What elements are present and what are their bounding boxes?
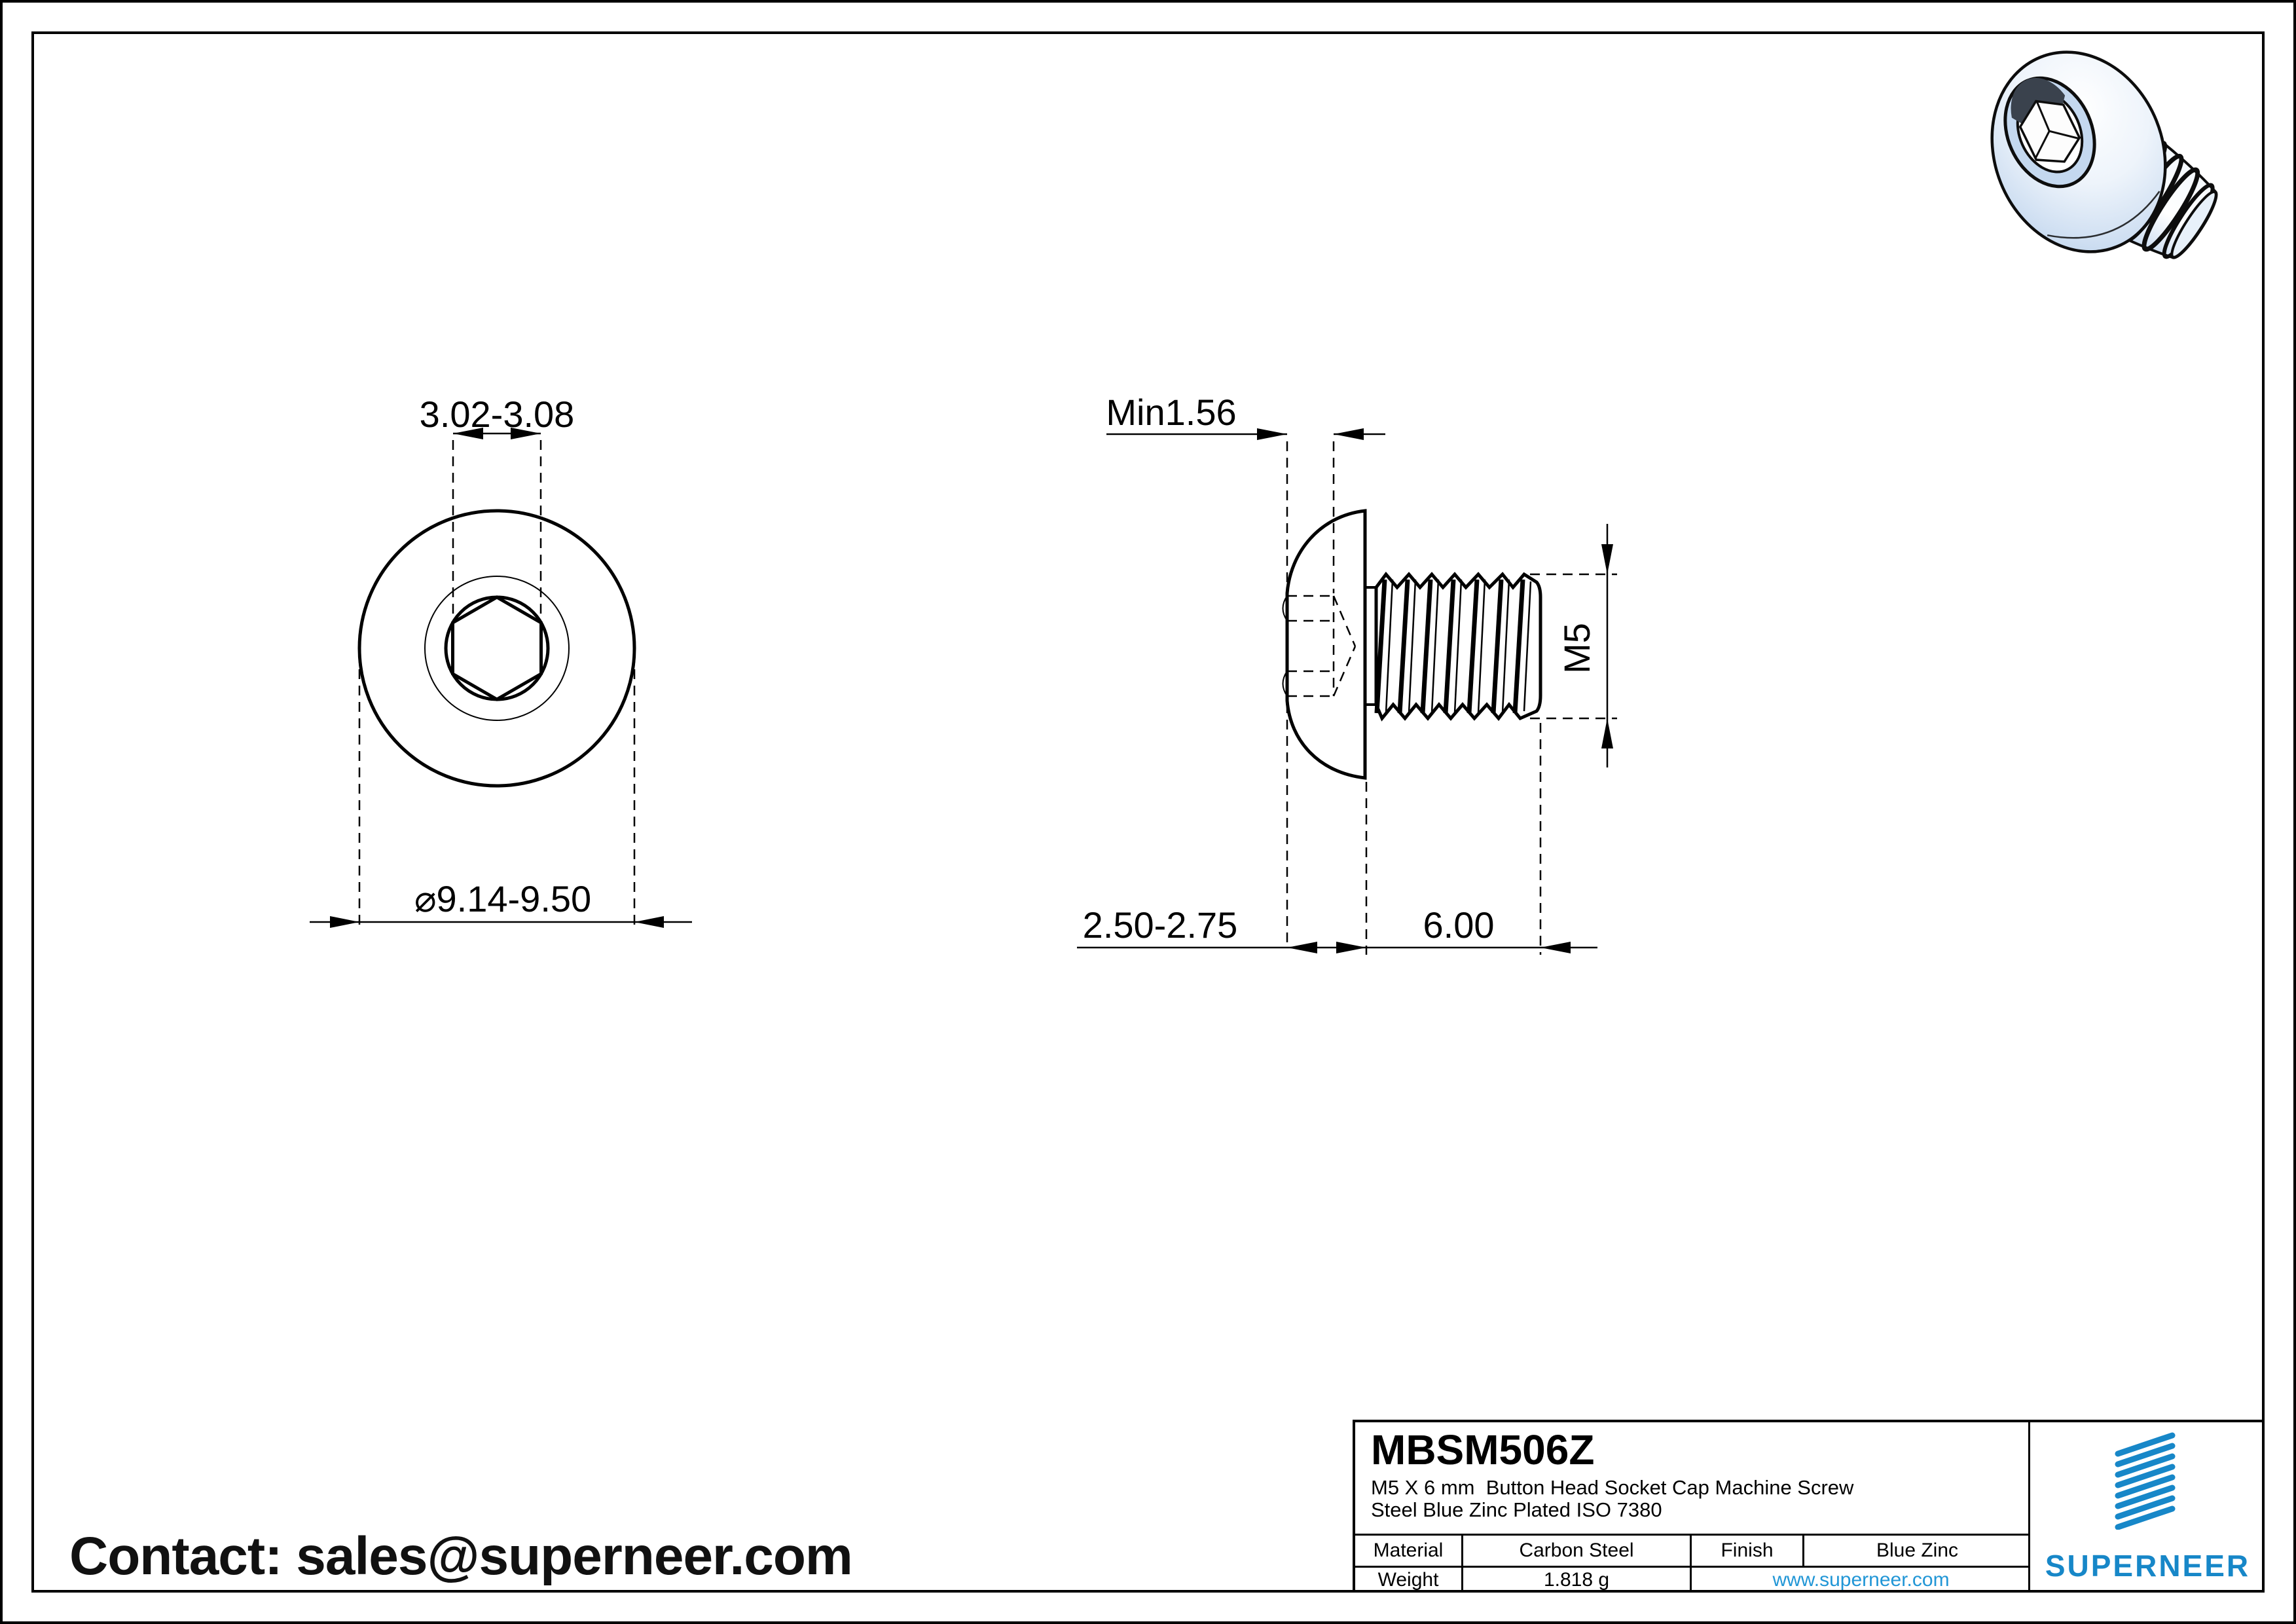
side-view: Min1.56 M5 2.50-2.75 6.00 — [1077, 392, 1617, 955]
dim-socket-width-label: 3.02-3.08 — [420, 394, 575, 435]
part-number: MBSM506Z — [1371, 1426, 1595, 1473]
title-block: MBSM506Z M5 X 6 mm Button Head Socket Ca… — [1353, 1420, 2265, 1593]
dim-head-height-and-length: 2.50-2.75 6.00 — [1077, 723, 1597, 955]
front-view: 3.02-3.08 ⌀9.14-9.50 — [310, 394, 692, 931]
drawing-frame — [31, 31, 2265, 1593]
dim-head-diameter: ⌀9.14-9.50 — [310, 653, 692, 931]
finish-label: Finish — [1692, 1536, 1804, 1566]
hex-socket — [451, 595, 543, 701]
dim-head-height-label: 2.50-2.75 — [1083, 904, 1238, 946]
dim-socket-depth-label: Min1.56 — [1106, 392, 1236, 433]
contact-line: Contact: sales@superneer.com — [69, 1526, 853, 1586]
head-profile — [1285, 509, 1367, 780]
material-label: Material — [1355, 1536, 1463, 1566]
dim-socket-depth: Min1.56 — [1106, 392, 1385, 943]
weight-label: Weight — [1355, 1568, 1463, 1592]
screw-3d-render — [1990, 50, 2218, 259]
dim-thread-size: M5 — [1530, 524, 1617, 767]
spec-row-material: Material Carbon Steel Finish Blue Zinc — [1355, 1536, 2028, 1566]
dim-thread-length-label: 6.00 — [1423, 904, 1495, 946]
spec-row-weight: Weight 1.818 g www.superneer.com — [1355, 1566, 2028, 1592]
finish-value: Blue Zinc — [1876, 1540, 1959, 1561]
hidden-socket-lines — [1282, 595, 1357, 697]
brand-name: SUPERNEER — [2045, 1549, 2251, 1583]
weight-value: 1.818 g — [1463, 1568, 1692, 1592]
thread-flank-lines — [1374, 579, 1532, 714]
brand-logo-cell: SUPERNEER — [2030, 1422, 2265, 1590]
socket-chamfer-circle — [424, 576, 570, 721]
dim-head-diameter-label: ⌀9.14-9.50 — [414, 878, 591, 919]
brand-logo-icon — [2115, 1432, 2176, 1530]
description-line2: Steel Blue Zinc Plated ISO 7380 — [1371, 1498, 1662, 1521]
title-block-content: MBSM506Z M5 X 6 mm Button Head Socket Ca… — [1355, 1422, 2030, 1592]
website-link[interactable]: www.superneer.com — [1772, 1568, 1950, 1591]
dim-socket-width: 3.02-3.08 — [420, 394, 575, 614]
material-value: Carbon Steel — [1463, 1536, 1692, 1566]
dim-thread-size-label: M5 — [1556, 623, 1597, 674]
description-line1: M5 X 6 mm Button Head Socket Cap Machine… — [1371, 1476, 1854, 1499]
spec-table: Material Carbon Steel Finish Blue Zinc W… — [1355, 1534, 2028, 1592]
hex-socket-3d — [2003, 76, 2096, 189]
